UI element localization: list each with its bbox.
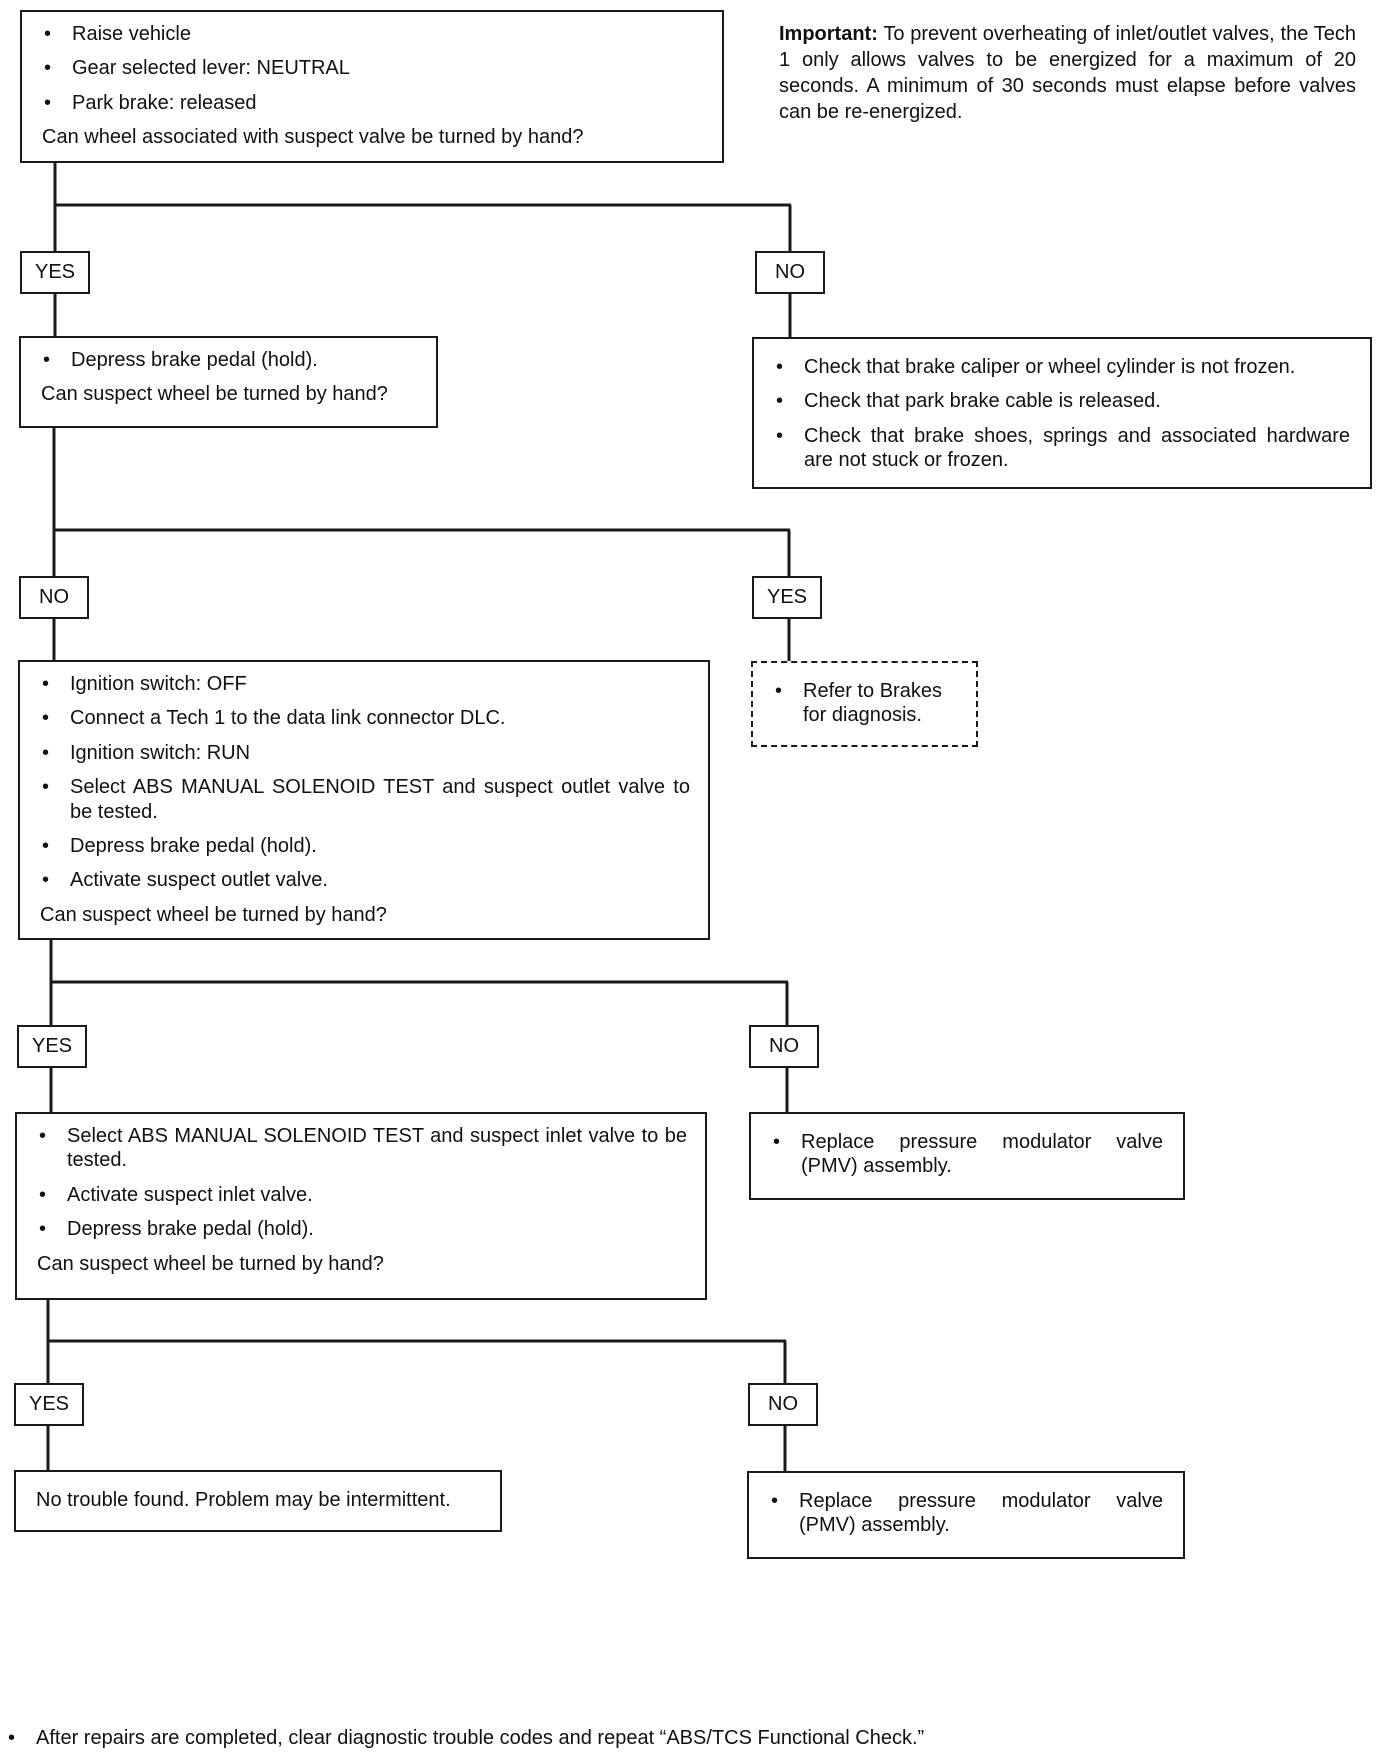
step1-item: Raise vehicle	[42, 22, 704, 47]
check-item: Check that brake shoes, springs and asso…	[774, 424, 1350, 473]
step4-item: Depress brake pedal (hold).	[37, 1217, 687, 1242]
step3-item: Ignition switch: OFF	[40, 672, 690, 697]
step1-box: Raise vehicle Gear selected lever: NEUTR…	[20, 10, 724, 163]
no-trouble-box: No trouble found. Problem may be intermi…	[14, 1470, 502, 1532]
step3-item: Activate suspect outlet valve.	[40, 868, 690, 893]
step3-item: Connect a Tech 1 to the data link connec…	[40, 706, 690, 731]
branch-no-1: NO	[755, 251, 825, 294]
branch-yes-2: YES	[752, 576, 822, 619]
step4-question: Can suspect wheel be turned by hand?	[37, 1252, 384, 1275]
check-item: Check that brake caliper or wheel cylind…	[774, 355, 1350, 380]
check-frozen-box: Check that brake caliper or wheel cylind…	[752, 337, 1372, 489]
refer-brakes-box: Refer to Brakes for diagnosis.	[751, 661, 978, 747]
check-item: Check that park brake cable is released.	[774, 389, 1350, 414]
important-text: To prevent overheating of inlet/outlet v…	[779, 23, 1356, 123]
step3-item: Ignition switch: RUN	[40, 741, 690, 766]
step3-item: Select ABS MANUAL SOLENOID TEST and susp…	[40, 775, 690, 824]
footer-bullet: •	[8, 1727, 16, 1749]
step4-box: Select ABS MANUAL SOLENOID TEST and susp…	[15, 1112, 707, 1300]
replace-pmv-item: Replace pressure modulator valve (PMV) a…	[771, 1130, 1163, 1179]
replace-pmv-box-1: Replace pressure modulator valve (PMV) a…	[749, 1112, 1185, 1200]
refer-item: Refer to Brakes for diagnosis.	[773, 679, 958, 728]
step4-item: Activate suspect inlet valve.	[37, 1183, 687, 1208]
step2-box: Depress brake pedal (hold). Can suspect …	[19, 336, 438, 428]
important-label: Important:	[779, 23, 878, 45]
branch-yes-3: YES	[17, 1025, 87, 1068]
branch-yes-1: YES	[20, 251, 90, 294]
step4-item: Select ABS MANUAL SOLENOID TEST and susp…	[37, 1124, 687, 1173]
step1-item: Gear selected lever: NEUTRAL	[42, 56, 704, 81]
step2-question: Can suspect wheel be turned by hand?	[41, 383, 388, 406]
step3-item: Depress brake pedal (hold).	[40, 834, 690, 859]
branch-no-2: NO	[19, 576, 89, 619]
important-note: Important: To prevent overheating of inl…	[779, 21, 1356, 125]
step3-box: Ignition switch: OFF Connect a Tech 1 to…	[18, 660, 710, 940]
no-trouble-text: No trouble found. Problem may be intermi…	[36, 1489, 451, 1511]
step2-item: Depress brake pedal (hold).	[41, 348, 418, 373]
step1-item: Park brake: released	[42, 91, 704, 116]
branch-no-3: NO	[749, 1025, 819, 1068]
branch-yes-4: YES	[14, 1383, 84, 1426]
step1-question: Can wheel associated with suspect valve …	[42, 126, 584, 149]
replace-pmv-box-2: Replace pressure modulator valve (PMV) a…	[747, 1471, 1185, 1559]
footer-text: After repairs are completed, clear diagn…	[36, 1727, 925, 1749]
footer-note: • After repairs are completed, clear diag…	[8, 1727, 924, 1750]
step3-question: Can suspect wheel be turned by hand?	[40, 903, 387, 926]
replace-pmv-item: Replace pressure modulator valve (PMV) a…	[769, 1489, 1163, 1538]
branch-no-4: NO	[748, 1383, 818, 1426]
